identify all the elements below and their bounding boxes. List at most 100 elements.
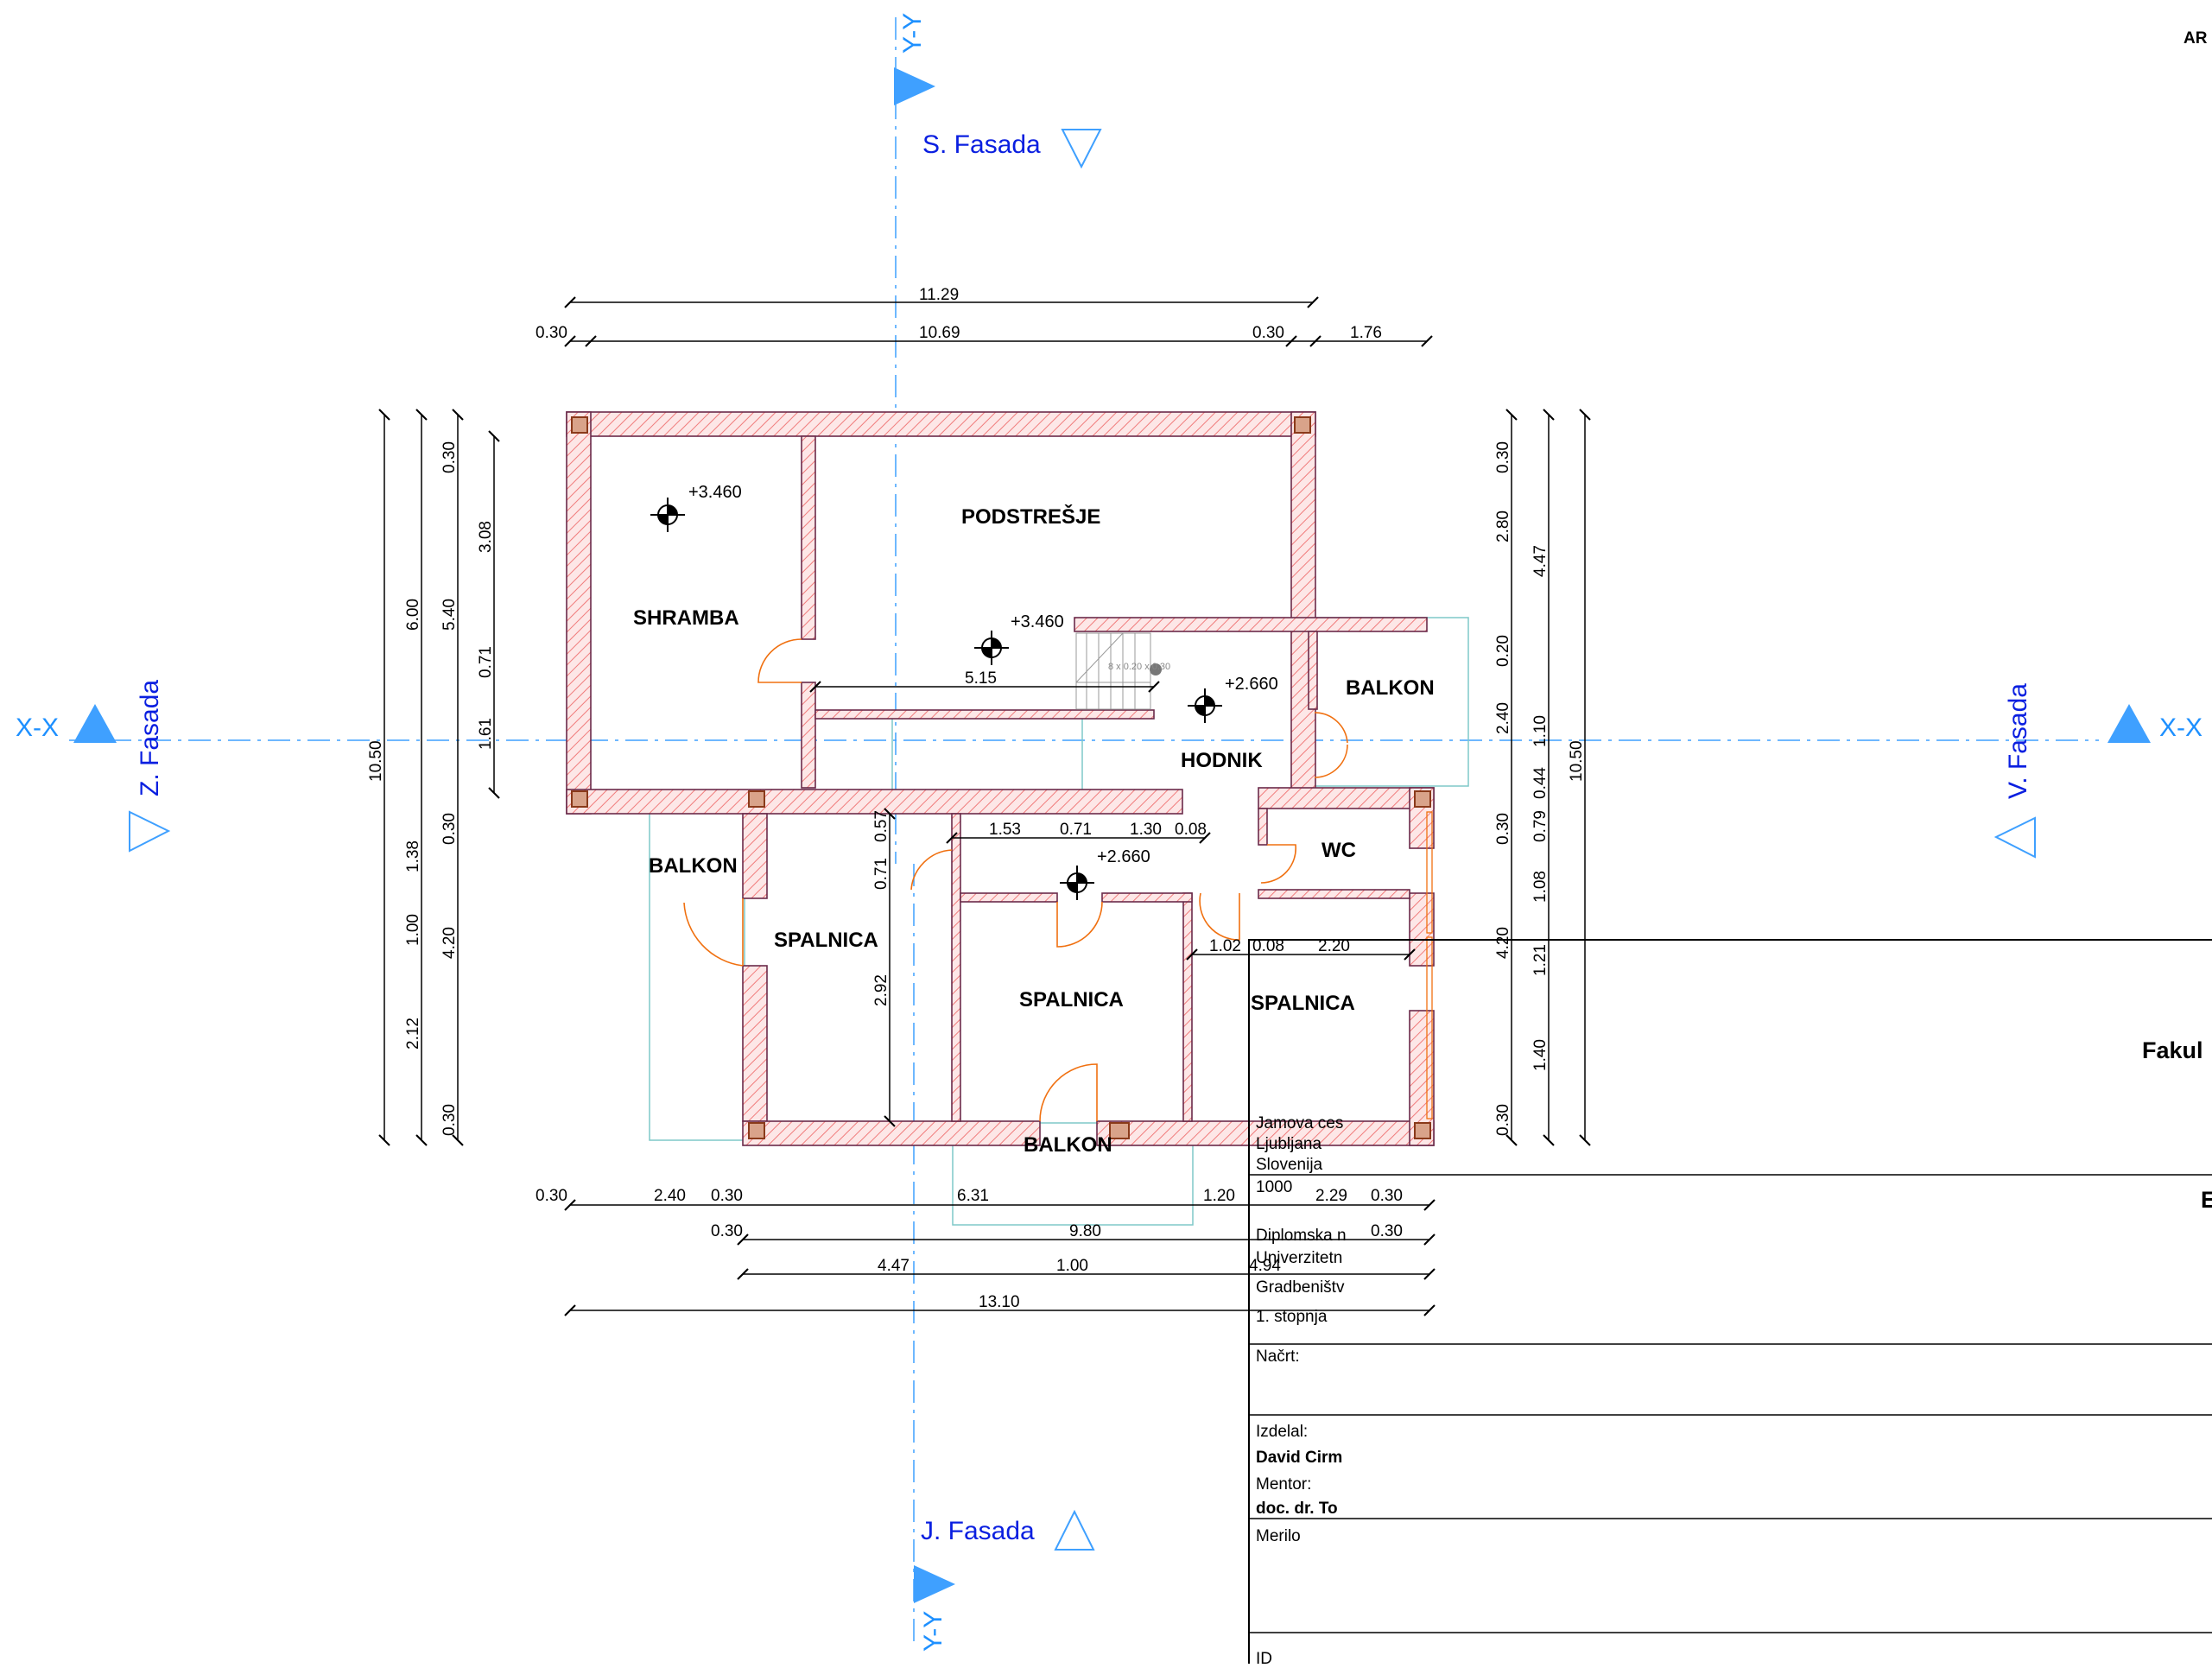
facade-label-south: J. Fasada (921, 1517, 1035, 1545)
room-label-balkon-west: BALKON (649, 854, 738, 878)
title-block-study-2: Univerzitetn (1256, 1249, 1342, 1267)
facade-label-west: Z. Fasada (136, 680, 164, 796)
dim-text: 0.30 (1494, 441, 1512, 473)
section-label-bottom: Y-Y (919, 1611, 948, 1652)
wall-stair-bottom (814, 709, 1155, 720)
dim-text: 1.20 (1203, 1187, 1235, 1205)
wall-west-lower-2 (742, 965, 768, 1122)
windows (1426, 811, 1433, 1119)
column (571, 790, 588, 808)
dim-text: 0.30 (711, 1187, 743, 1205)
wall-north (566, 411, 1316, 437)
door-bedroom-center (1056, 901, 1103, 948)
door-wc (1260, 844, 1296, 884)
dim-text: 2.40 (1494, 702, 1512, 734)
column (571, 416, 588, 434)
title-block-faculty: Fakul (2142, 1037, 2203, 1063)
wall-east-lower-2 (1409, 892, 1435, 967)
column (1414, 1122, 1431, 1139)
title-block-address-2: Ljubljana (1256, 1135, 1321, 1153)
wall-wc-west (1258, 808, 1268, 846)
dim-text: 1.21 (1531, 944, 1550, 976)
dim-text: 4.20 (1494, 927, 1512, 959)
column (1109, 1122, 1130, 1139)
dim-text: 9.80 (1069, 1222, 1101, 1240)
wall-hodnik-east (1308, 631, 1318, 710)
wall-south (742, 1120, 1041, 1146)
dim-text: 0.71 (872, 858, 891, 890)
dim-text: 0.57 (872, 810, 891, 842)
facade-label-east: V. Fasada (2004, 683, 2032, 799)
facade-label-north: S. Fasada (922, 130, 1041, 159)
title-block-author-label: Izdelal: (1256, 1423, 1308, 1441)
dim-text: 0.08 (1252, 937, 1284, 955)
column (748, 1122, 765, 1139)
dim-text: 11.29 (919, 286, 959, 304)
dim-text: 10.69 (919, 324, 960, 342)
room-label-balkon-south: BALKON (1024, 1133, 1112, 1157)
facade-triangle-south (1054, 1509, 1095, 1551)
dim-text: 1.30 (1130, 821, 1162, 839)
dim-text: 4.94 (1249, 1257, 1281, 1275)
title-block-mentor: doc. dr. To (1256, 1500, 1338, 1518)
wall-west-lower (742, 813, 768, 899)
facade-triangle-west (129, 810, 171, 853)
title-block-study-3: Gradbeništv (1256, 1278, 1345, 1297)
title-block-plan-label: Načrt: (1256, 1348, 1300, 1366)
dim-text: 0.30 (440, 441, 459, 473)
title-block-mentor-label: Mentor: (1256, 1475, 1311, 1494)
level-markers (650, 498, 1222, 900)
dim-text: 0.44 (1531, 767, 1550, 799)
dim-text: 1.38 (404, 840, 422, 872)
section-arrow-right (2107, 704, 2151, 743)
door-balkon-east (1314, 712, 1348, 778)
dim-text: 2.29 (1315, 1187, 1347, 1205)
section-markers (73, 67, 2151, 1603)
wall-bedroom-top-2 (1101, 892, 1193, 903)
balcony-outline-south (952, 1122, 1194, 1226)
dim-text: 0.30 (1371, 1187, 1403, 1205)
wall-stair-top (1074, 617, 1428, 632)
dim-text: 0.30 (711, 1222, 743, 1240)
dim-text: 0.71 (477, 646, 495, 678)
dim-text: 1.61 (477, 718, 495, 750)
dim-text: 2.12 (404, 1018, 422, 1050)
dim-text: 3.08 (477, 521, 495, 553)
room-label-spalnica-west: SPALNICA (774, 929, 878, 952)
wall-shramba-partition-low (801, 682, 816, 789)
column (1414, 790, 1431, 808)
dim-text: 1.53 (989, 821, 1021, 839)
wall-east-upper (1290, 411, 1316, 796)
door-bedroom-east (1199, 892, 1240, 941)
dimension-lines (378, 296, 1591, 1316)
dim-text: 0.30 (1494, 813, 1512, 845)
level-text-lower: +2.660 (1097, 847, 1150, 866)
dim-text: 0.30 (1252, 324, 1284, 342)
section-label-left: X-X (16, 713, 59, 742)
level-text-hodnik: +2.660 (1225, 675, 1278, 694)
dim-text: 1.02 (1209, 937, 1241, 955)
dim-text: 1.76 (1350, 324, 1382, 342)
dim-text: 2.20 (1318, 937, 1350, 955)
level-text-podstresje: +3.460 (1011, 612, 1064, 631)
section-label-top: Y-Y (898, 13, 927, 54)
doors (683, 638, 1348, 1122)
level-marker-podstresje (974, 631, 1009, 665)
section-lines (69, 17, 2099, 1641)
title-block (1248, 939, 2212, 1668)
door-balkon-west (683, 898, 744, 967)
title-block-study-4: 1. stopnja (1256, 1308, 1328, 1326)
window-east-1 (1426, 811, 1433, 934)
dim-text: 4.47 (878, 1257, 910, 1275)
stair-dot (1150, 663, 1162, 675)
section-arrow-bottom (914, 1565, 955, 1603)
balcony-outline-east (1309, 617, 1469, 787)
title-block-address-1: Jamova ces (1256, 1114, 1343, 1132)
columns (571, 416, 1431, 1139)
dim-text: 1.10 (1531, 715, 1550, 747)
wall-middle-east (1258, 787, 1435, 809)
title-block-scale-label: Merilo (1256, 1527, 1301, 1545)
wall-wc-bottom (1258, 889, 1410, 899)
room-label-spalnica-east: SPALNICA (1251, 992, 1355, 1015)
